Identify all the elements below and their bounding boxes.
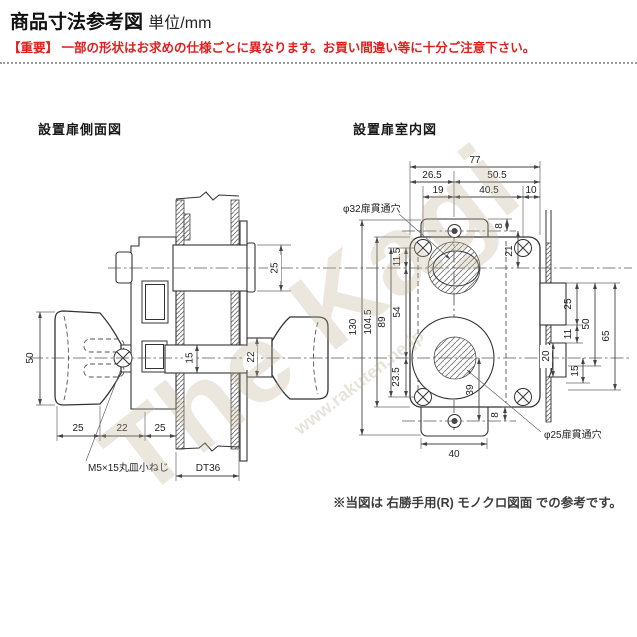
dim-19: 19 [432,185,444,196]
dim-20: 20 [541,350,552,362]
dim-knob-height: 50 [25,352,36,364]
dim-10: 10 [525,185,537,196]
spindle-shaft [164,344,248,374]
door-edge-latch [539,210,567,423]
dim-seg3: 25 [154,423,166,434]
dim-23-5: 23.5 [391,367,402,387]
dim-spindle: 15 [185,352,196,364]
header: 商品寸法参考図 単位/mm 【重要】 一部の形状はお求めの仕様ごとに異なります。… [0,0,637,64]
latch-case [539,282,567,326]
right-view-title: 設置扉室内図 [353,122,438,137]
dim-seg2: 22 [116,423,128,434]
dim-seg1: 25 [72,423,84,434]
dim-8-top: 8 [494,223,505,229]
dim-104-5: 104.5 [363,309,374,334]
left-view-title: 設置扉側面図 [38,122,123,137]
key-cylinder [115,251,133,284]
title-text: 商品寸法参考図 [10,12,144,33]
dim-65: 65 [601,330,612,342]
cylinder-flange [246,242,256,293]
dim-11-5: 11.5 [392,247,403,266]
dim-25: 25 [563,298,574,310]
left-view-dimensions: 50 25 15 22 25 22 25 [25,244,291,481]
dim-8-bottom: 8 [490,412,501,418]
dim-130: 130 [348,318,359,335]
unit-text: 単位/mm [148,15,212,32]
hole-25-label: φ25扉貫通穴 [544,428,602,441]
right-view-dimensions: 77 26.5 50.5 19 40.5 10 130 104.5 89 11.… [343,155,621,460]
centerlines [30,230,632,422]
dim-39: 39 [465,384,476,396]
page-title: 商品寸法参考図 単位/mm [10,7,211,34]
exterior-knob [54,310,133,406]
door-section [175,191,240,452]
dim-21: 21 [504,245,515,257]
dim-cylinder: 25 [270,262,281,274]
dim-40: 40 [448,449,460,460]
lock-case [115,236,177,410]
dim-50-5: 50.5 [487,170,507,181]
dim-54: 54 [392,306,403,318]
dim-26-5: 26.5 [422,170,442,181]
dim-50: 50 [581,318,592,330]
dim-11: 11 [563,328,574,339]
right-view-drawing [409,210,567,437]
dim-neck: 22 [246,351,257,363]
dim-40-5: 40.5 [479,185,499,196]
break-line-bottom [175,442,240,452]
break-line-top [175,191,240,201]
left-view-drawing [54,191,329,462]
hole-32-label: φ32扉貫通穴 [343,202,401,215]
important-notice: 【重要】 一部の形状はお求めの仕様ごとに異なります。お買い間違い等に十分ご注意下… [8,41,536,55]
reference-note: ※当図は 右勝手用(R) モノクロ図面 での参考です。 [333,496,623,510]
dim-door-thickness: DT36 [196,463,221,474]
screw-spec-label: M5×15丸皿小ねじ [88,461,169,474]
dim-77: 77 [469,155,481,166]
dim-15: 15 [570,365,581,377]
dim-89: 89 [377,316,388,328]
